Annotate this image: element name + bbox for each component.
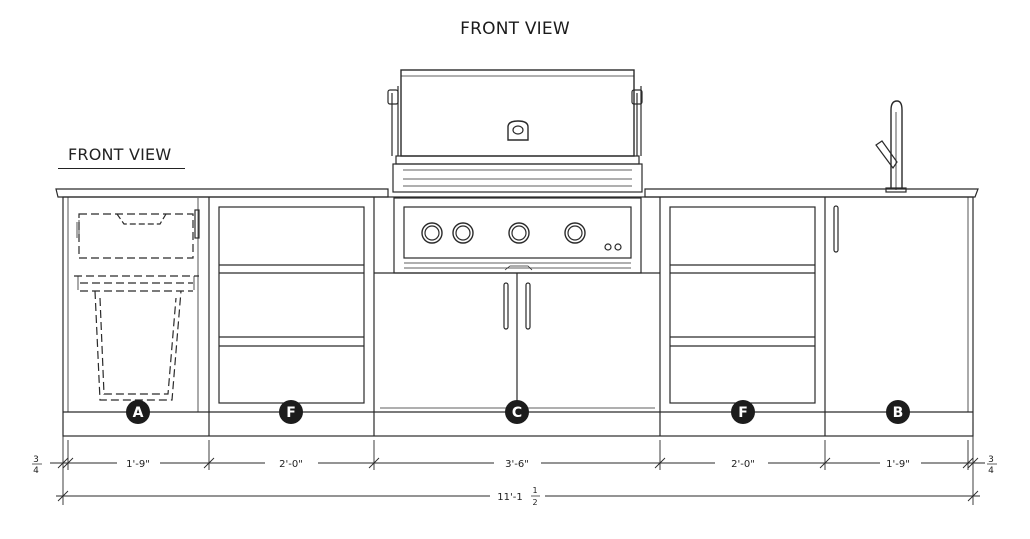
module-marker-b: B	[886, 400, 910, 424]
dimension-label-f-right: 2'-0"	[731, 459, 755, 470]
front-view-label: FRONT VIEW	[68, 145, 172, 164]
right-edge-frac-num: 3	[988, 455, 994, 465]
dimension-lines	[50, 422, 985, 505]
grill-knob-icon	[564, 222, 586, 244]
left-edge-frac-den: 4	[33, 466, 39, 476]
module-marker-c: C	[505, 400, 529, 424]
module-label: A	[133, 405, 144, 421]
page-title: FRONT VIEW	[460, 19, 570, 39]
grill-control-panel	[393, 197, 642, 274]
faucet-icon	[875, 100, 907, 193]
cabinet-outline	[62, 196, 974, 437]
module-label: B	[893, 405, 904, 421]
open-shelves-left	[218, 206, 365, 404]
grill-knob-icon	[508, 222, 530, 244]
left-edge-frac-num: 3	[33, 455, 39, 465]
dimension-label-a: 1'-9"	[126, 459, 150, 470]
right-edge-frac-den: 4	[988, 466, 994, 476]
module-marker-f-left: F	[279, 400, 303, 424]
module-label: F	[286, 405, 296, 421]
dimension-label-b: 1'-9"	[886, 459, 910, 470]
front-view-underline	[58, 168, 185, 169]
open-shelves-right	[669, 206, 816, 404]
dimension-label-f-left: 2'-0"	[279, 459, 303, 470]
module-label: F	[738, 405, 748, 421]
grill-knob-icon	[421, 222, 443, 244]
module-marker-f-right: F	[731, 400, 755, 424]
module-label: C	[512, 405, 522, 421]
dimension-label-c: 3'-6"	[505, 459, 529, 470]
trash-pullout	[74, 198, 200, 412]
sink-cabinet-door	[833, 205, 839, 253]
igniter-button-icon	[604, 243, 622, 251]
dimension-total-frac-den: 2	[532, 498, 537, 507]
grill-knob-icon	[452, 222, 474, 244]
grill-hood	[387, 69, 643, 193]
grill-doors	[374, 272, 660, 412]
dimension-total-frac-num: 1	[532, 486, 537, 495]
module-marker-a: A	[126, 400, 150, 424]
hood-logo-icon	[507, 120, 529, 141]
countertop	[55, 188, 979, 198]
dimension-total: 11'-1	[497, 492, 522, 503]
